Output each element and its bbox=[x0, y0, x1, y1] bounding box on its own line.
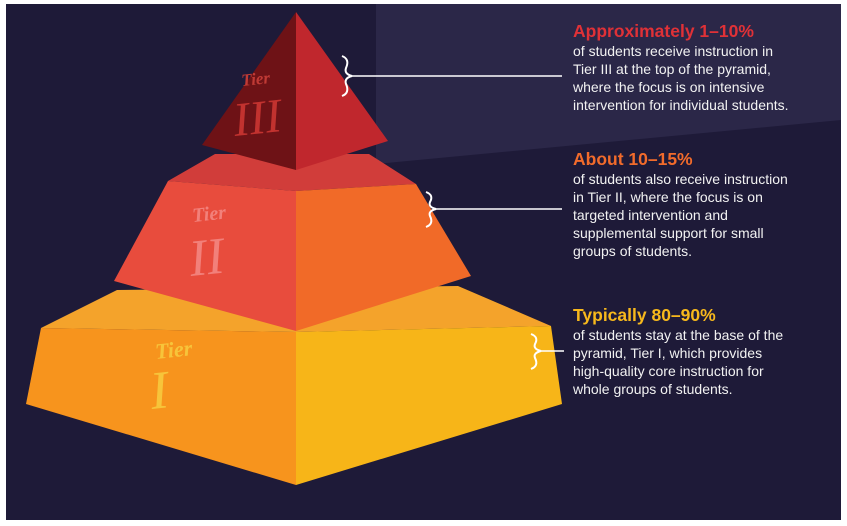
tier-2-description: of students also receive instruction in … bbox=[573, 171, 788, 259]
tier-3-word: Tier bbox=[240, 68, 271, 90]
tier-1-word: Tier bbox=[154, 335, 194, 364]
tier-3-headline: Approximately 1–10% bbox=[573, 21, 754, 41]
tier-1-callout: Typically 80–90% of students stay at the… bbox=[573, 305, 838, 398]
tier-1-description: of students stay at the base of the pyra… bbox=[573, 327, 784, 397]
tier-3-left-face bbox=[202, 12, 296, 170]
tier-3-numeral: III bbox=[230, 89, 286, 147]
tier-3-description: of students receive instruction in Tier … bbox=[573, 43, 789, 113]
tier-2-callout: About 10–15% of students also receive in… bbox=[573, 149, 838, 260]
tier-2-word: Tier bbox=[191, 202, 227, 227]
tier-2-top-face bbox=[168, 154, 416, 191]
tier-3-right-face bbox=[296, 12, 388, 170]
tier-2-connector bbox=[425, 191, 562, 228]
tier-3-connector bbox=[341, 55, 562, 97]
tier-1-front-face bbox=[26, 328, 296, 485]
tier-1-block bbox=[26, 286, 562, 485]
infographic-frame: Tier III Tier II Tier I Approximately 1–… bbox=[6, 4, 841, 520]
tier-2-headline: About 10–15% bbox=[573, 149, 693, 169]
tier-1-connector bbox=[530, 333, 564, 370]
tier-2-front-face bbox=[114, 181, 296, 331]
tier-1-side-face bbox=[296, 326, 562, 485]
background-accent bbox=[376, 4, 841, 164]
tier-3-callout: Approximately 1–10% of students receive … bbox=[573, 21, 838, 114]
tier-3-block bbox=[202, 12, 388, 170]
tier-2-side-face bbox=[296, 184, 471, 331]
pyramid-graphic: Tier III Tier II Tier I bbox=[6, 4, 841, 520]
tier-1-headline: Typically 80–90% bbox=[573, 305, 716, 325]
tier-2-block bbox=[114, 154, 471, 331]
